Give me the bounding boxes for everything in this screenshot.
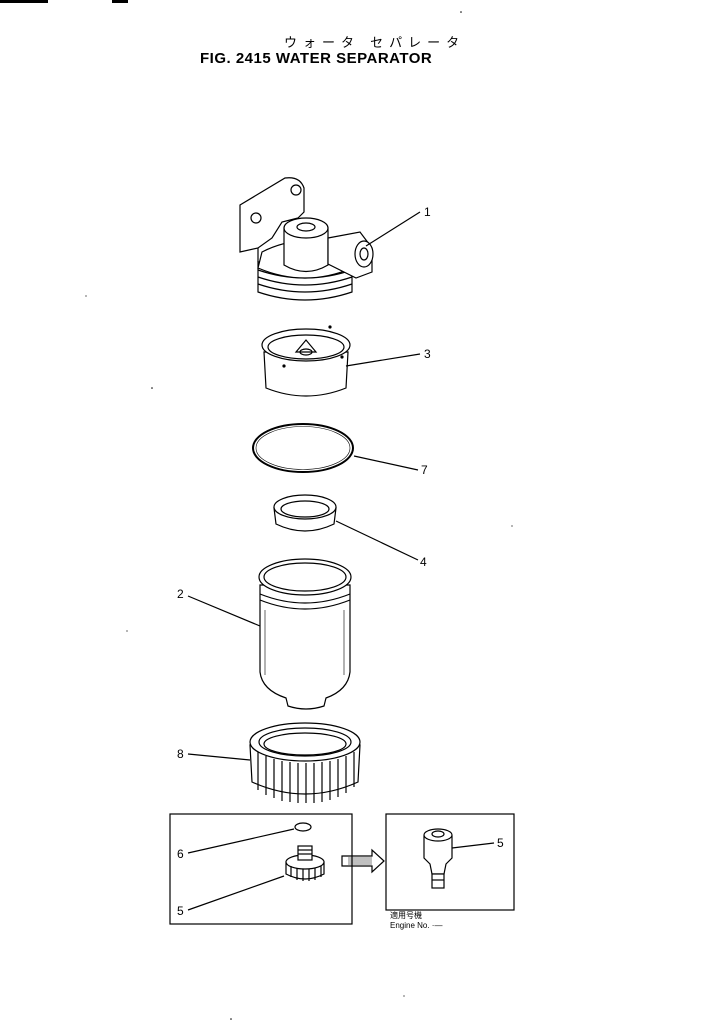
part-1-filter-head: [239, 177, 374, 301]
corner-mark-right: [112, 0, 128, 3]
callout-6: 6: [177, 847, 184, 861]
part-6-small-o-ring: [294, 822, 312, 832]
part-4-ring: [273, 494, 337, 532]
inset-box-alternate: [385, 813, 515, 911]
applicable-units-label: 適用号機: [390, 910, 422, 920]
part-7-o-ring: [252, 423, 354, 473]
callout-1: 1: [424, 205, 431, 219]
leader-line-5-right: [451, 842, 495, 849]
part-5-drain-valve: [423, 828, 453, 889]
callout-3: 3: [424, 347, 431, 361]
scan-specks: [85, 11, 513, 1020]
leader-line-7: [353, 455, 419, 471]
leader-line-2: [187, 595, 261, 627]
figure-title: FIG. 2415 WATER SEPARATOR: [200, 50, 433, 67]
arrow-right-icon: [341, 848, 385, 874]
leader-line-3: [345, 353, 421, 367]
leader-line-8: [187, 753, 251, 761]
part-3-cup: [261, 325, 351, 397]
corner-mark-left: [0, 0, 48, 3]
callout-2: 2: [177, 587, 184, 601]
part-5-drain-plug: [285, 845, 325, 881]
part-2-filter-bowl: [258, 558, 352, 710]
callout-7: 7: [421, 463, 428, 477]
leader-line-1: [365, 211, 421, 247]
engine-number-label: Engine No. ·—: [390, 921, 442, 930]
callout-8: 8: [177, 747, 184, 761]
figure-title-japanese: ウォータ セパレータ: [284, 36, 466, 51]
inset-box-drain: [169, 813, 353, 925]
callout-5-left: 5: [177, 904, 184, 918]
callout-5-right: 5: [497, 836, 504, 850]
callout-4: 4: [420, 555, 427, 569]
leader-line-6: [187, 828, 295, 854]
leader-line-5-left: [187, 875, 285, 911]
part-8-retaining-nut: [249, 722, 361, 803]
leader-line-4: [335, 520, 419, 561]
